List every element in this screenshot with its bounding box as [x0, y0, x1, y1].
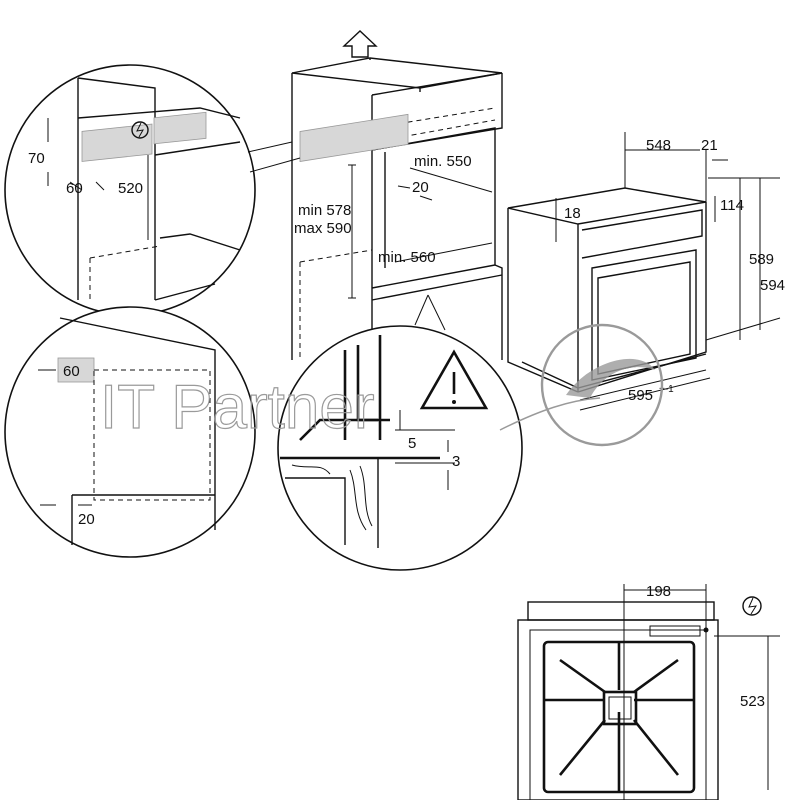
tolerance-label: +-1 [659, 384, 674, 395]
height-589-label: 589 [749, 251, 774, 268]
cabinet-drawing [291, 57, 503, 360]
height-594-label: 594 [760, 277, 785, 294]
up-arrow-icon [342, 30, 378, 58]
hob-top-view [517, 584, 780, 800]
max-590-label: max 590 [294, 220, 352, 237]
depth-523-label: 523 [740, 693, 765, 710]
height-114-label: 114 [720, 197, 744, 214]
depth-21-label: 21 [701, 137, 718, 154]
watermark-logo: IT Partner [99, 323, 664, 447]
min-578-label: min 578 [298, 202, 351, 219]
electric-shock-icon-hob [742, 596, 762, 616]
gap-20-label: 20 [78, 511, 95, 528]
depth-60-label: 60 [66, 180, 83, 197]
min-550-label: min. 550 [414, 153, 472, 170]
gap-3-label: 3 [452, 453, 460, 470]
depth-60-box-label: 60 [63, 363, 80, 380]
watermark-text: IT Partner [100, 373, 375, 442]
width-548-label: 548 [646, 137, 671, 154]
oven-drawing [507, 132, 781, 411]
width-595-label: 595 [628, 387, 653, 404]
depth-20-label: 20 [412, 179, 429, 196]
warning-icon [419, 349, 489, 410]
min-560-label: min. 560 [378, 249, 436, 266]
height-70-label: 70 [28, 150, 45, 167]
detail-circle-top-left [4, 64, 256, 316]
gap-5-label: 5 [408, 435, 416, 452]
detail-circle-bottom-center [277, 294, 523, 571]
height-18-label: 18 [564, 205, 581, 222]
detail-circle-bottom-left [4, 306, 256, 558]
height-520-label: 520 [118, 180, 143, 197]
offset-198-label: 198 [646, 583, 671, 600]
gas-burner-icon [542, 640, 696, 794]
electric-shock-icon [131, 121, 149, 139]
